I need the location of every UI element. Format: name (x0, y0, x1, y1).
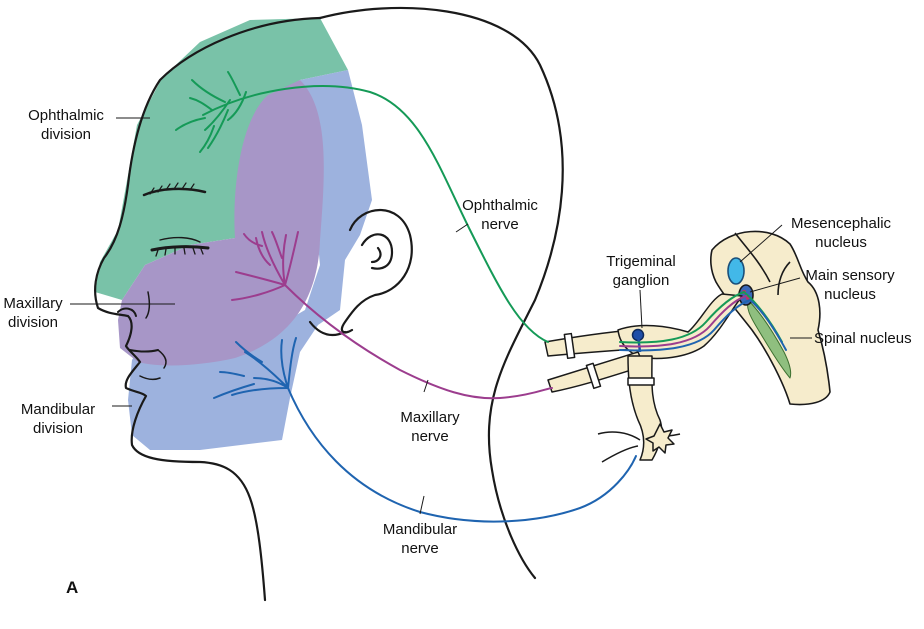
label-mandibular-nerve: Mandibular nerve (370, 520, 470, 558)
label-trigeminal-ganglion: Trigeminal ganglion (596, 252, 686, 290)
root-fibres (619, 290, 787, 352)
leader-mandibular-nerve (419, 495, 425, 515)
leader-trigeminal-ganglion (639, 289, 643, 329)
mouth (129, 349, 159, 353)
mesencephalic-nucleus-shape (727, 257, 745, 285)
brainstem-fold (734, 232, 791, 296)
otic-ganglion-star (645, 423, 675, 454)
label-line: nucleus (815, 234, 867, 251)
eyelashes (155, 247, 204, 257)
peripheral-nerves (175, 71, 637, 523)
label-main-sensory-nucleus: Main sensory nucleus (790, 266, 910, 304)
panel-label: A (66, 578, 79, 597)
skull-outline (318, 6, 564, 580)
label-spinal-nucleus: Spinal nucleus (814, 330, 912, 347)
ophthalmic-nerve-branches (175, 71, 247, 153)
label-ophthalmic-division: Ophthalmic division (18, 106, 114, 144)
label-line: Trigeminal (606, 253, 676, 270)
label-line: nerve (481, 216, 519, 233)
nasolabial-fold (145, 291, 151, 319)
label-maxillary-division: Maxillary division (0, 294, 66, 332)
spinal-nucleus-shape (747, 299, 792, 379)
label-line: Maxillary (400, 409, 460, 426)
label-line: nerve (401, 540, 439, 557)
nostril (117, 307, 137, 317)
label-line: Mesencephalic (790, 215, 892, 232)
chin-crease (139, 375, 161, 381)
leader-mesencephalic-nucleus (739, 224, 783, 263)
brainstem (710, 230, 831, 406)
maxillary-nerve-path (284, 284, 553, 400)
leader-main-sensory-nucleus (749, 277, 801, 293)
mandibular-nerve-path (287, 387, 637, 523)
label-line: Ophthalmic (462, 197, 538, 214)
leader-lines (70, 117, 812, 515)
label-ophthalmic-nerve: Ophthalmic nerve (450, 196, 550, 234)
maxillary-nerve-branches (231, 231, 299, 301)
eyebrow-hatch (149, 182, 195, 195)
ganglion-cell-stalk (636, 334, 642, 353)
eyebrow (142, 187, 207, 197)
label-line: nerve (411, 428, 449, 445)
mandibular-nerve-branches (213, 337, 297, 399)
eye-crease (159, 236, 201, 243)
face-profile (94, 16, 322, 602)
maxillary-territory (118, 80, 324, 366)
label-line: division (40, 126, 92, 143)
brainstem-body (710, 230, 831, 406)
eyelid (150, 245, 210, 252)
label-line: ganglion (612, 272, 670, 289)
ear-outline (340, 209, 413, 334)
ligature-band (627, 377, 655, 386)
ligature-band (563, 332, 576, 360)
label-line: Ophthalmic (28, 107, 104, 124)
leader-maxillary-nerve (423, 379, 429, 393)
label-mandibular-division: Mandibular division (6, 400, 110, 438)
label-line: Maxillary (3, 295, 63, 312)
label-line: division (32, 420, 84, 437)
label-maxillary-nerve: Maxillary nerve (390, 408, 470, 446)
label-mesencephalic-nucleus: Mesencephalic nucleus (776, 214, 906, 252)
facial-features (117, 182, 210, 381)
label-line: nucleus (824, 286, 876, 303)
ear-inner (360, 233, 394, 270)
root-fibre-maxillary (619, 295, 747, 348)
root-fibre-mandibular (619, 298, 787, 352)
ophthalmic-nerve-path (202, 85, 549, 343)
label-line: Mandibular (382, 521, 458, 538)
leader-ophthalmic-nerve (455, 223, 469, 233)
label-line: Main sensory (805, 267, 895, 284)
ligature-band (585, 362, 602, 390)
lip-corner (157, 349, 167, 369)
label-line: division (7, 314, 59, 331)
trigeminal-ganglion-complex (544, 293, 743, 463)
label-line: Mandibular (20, 401, 96, 418)
